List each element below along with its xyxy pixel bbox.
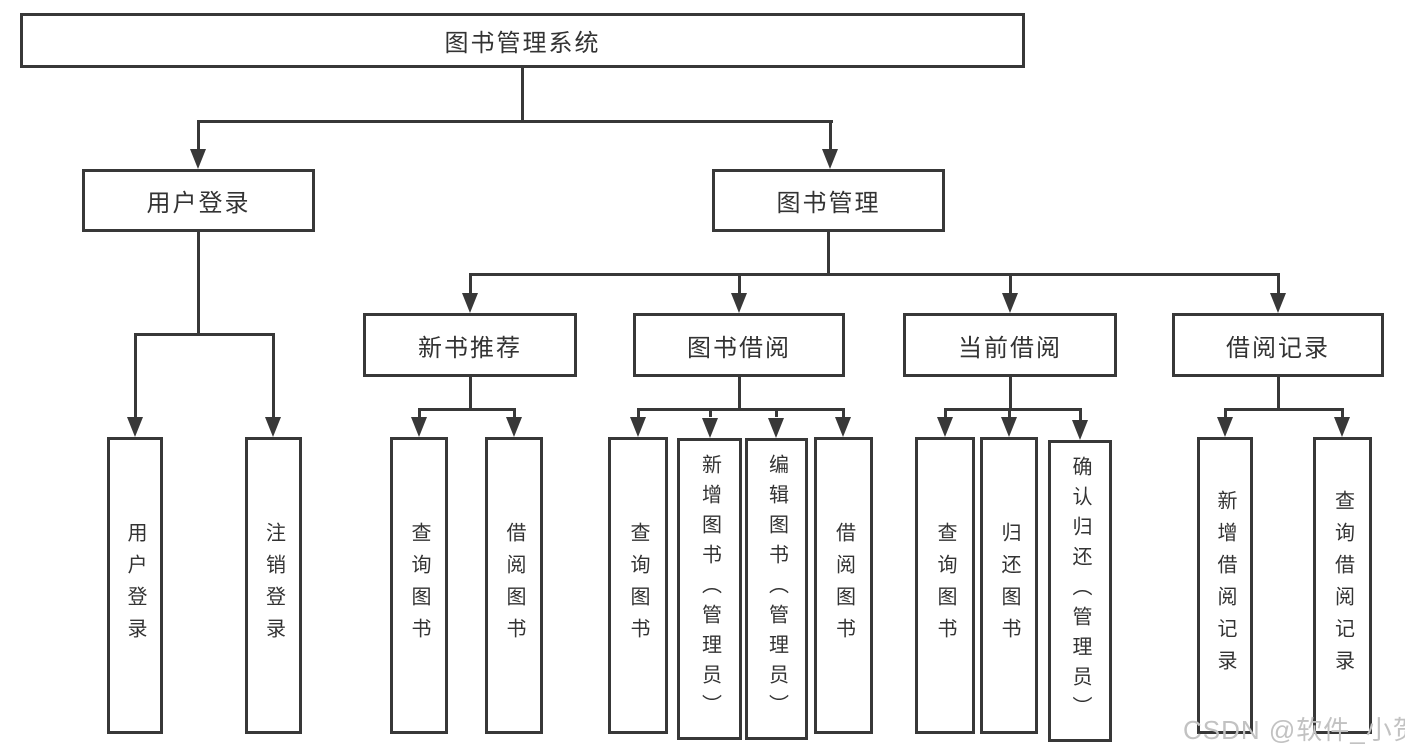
- leaf-label: 查询图书: [408, 521, 430, 650]
- leaf-label: 查询借阅记录: [1331, 489, 1354, 682]
- arrow-down-icon: [506, 417, 522, 437]
- leaf-label: 用户登录: [124, 521, 146, 650]
- connector-bookmgmt-drop-1: [469, 273, 472, 293]
- leaf-records-query-record: 查询借阅记录: [1313, 437, 1372, 734]
- arrow-down-icon: [937, 417, 953, 437]
- connector-current-drop-2: [1008, 408, 1011, 417]
- connector-borrow-drop-4: [842, 408, 845, 417]
- connector-userlogin-hline: [134, 333, 275, 336]
- arrow-down-icon: [731, 293, 747, 313]
- connector-records-drop-2: [1341, 408, 1344, 417]
- connector-current-drop-1: [944, 408, 947, 417]
- connector-borrow-hline: [637, 408, 844, 411]
- leaf-label: 新增图书（管理员）: [698, 454, 721, 724]
- connector-root-drop-right: [829, 120, 832, 149]
- connector-bookmgmt-drop-4: [1277, 273, 1280, 293]
- node-book-management: 图书管理: [712, 169, 945, 232]
- arrow-down-icon: [835, 417, 851, 437]
- arrow-down-icon: [1002, 293, 1018, 313]
- connector-bookmgmt-drop-3: [1009, 273, 1012, 293]
- leaf-borrow-borrow-books: 借阅图书: [814, 437, 873, 734]
- arrow-down-icon: [265, 417, 281, 437]
- arrow-down-icon: [127, 417, 143, 437]
- arrow-down-icon: [1072, 420, 1088, 440]
- arrow-down-icon: [1001, 417, 1017, 437]
- node-book-management-system: 图书管理系统: [20, 13, 1025, 68]
- connector-records-stem: [1277, 377, 1280, 408]
- leaf-current-return-books: 归还图书: [980, 437, 1038, 734]
- leaf-borrow-edit-books-admin: 编辑图书（管理员）: [745, 438, 808, 740]
- leaf-label: 新增借阅记录: [1214, 489, 1236, 682]
- arrow-down-icon: [1270, 293, 1286, 313]
- connector-root-stem: [521, 68, 524, 120]
- leaf-current-query-books: 查询图书: [915, 437, 975, 734]
- connector-userlogin-drop-1: [134, 333, 137, 417]
- node-borrow-records: 借阅记录: [1172, 313, 1384, 377]
- leaf-newbook-query-books: 查询图书: [390, 437, 448, 734]
- leaf-label: 归还图书: [998, 521, 1020, 650]
- connector-bookmgmt-hline: [469, 273, 1280, 276]
- leaf-borrow-query-books: 查询图书: [608, 437, 668, 734]
- connector-current-drop-3: [1079, 408, 1082, 420]
- connector-records-drop-1: [1224, 408, 1227, 417]
- arrow-down-icon: [822, 149, 838, 169]
- arrow-down-icon: [1217, 417, 1233, 437]
- arrow-down-icon: [702, 418, 718, 438]
- leaf-user-login: 用户登录: [107, 437, 163, 734]
- connector-root-hline: [197, 120, 833, 123]
- connector-newbook-drop-2: [513, 408, 516, 417]
- connector-records-hline: [1224, 408, 1344, 411]
- node-user-login: 用户登录: [82, 169, 315, 232]
- leaf-label: 借阅图书: [832, 521, 855, 650]
- connector-newbook-hline: [418, 408, 515, 411]
- arrow-down-icon: [630, 417, 646, 437]
- leaf-label: 借阅图书: [503, 521, 525, 650]
- node-book-borrow: 图书借阅: [633, 313, 845, 377]
- connector-borrow-drop-2: [709, 408, 712, 417]
- connector-bookmgmt-stem: [827, 232, 830, 273]
- csdn-watermark: CSDN @软件_小贺同学: [1183, 715, 1405, 745]
- node-new-book-recommend: 新书推荐: [363, 313, 577, 377]
- leaf-current-confirm-return-admin: 确认归还（管理员）: [1048, 440, 1112, 742]
- connector-borrow-drop-1: [637, 408, 640, 417]
- leaf-logout: 注销登录: [245, 437, 302, 734]
- leaf-label: 编辑图书（管理员）: [765, 454, 788, 724]
- arrow-down-icon: [1334, 417, 1350, 437]
- arrow-down-icon: [411, 417, 427, 437]
- connector-current-stem: [1009, 377, 1012, 408]
- arrow-down-icon: [462, 293, 478, 313]
- leaf-borrow-add-books-admin: 新增图书（管理员）: [677, 438, 742, 740]
- connector-current-hline: [944, 408, 1081, 411]
- leaf-label: 查询图书: [934, 521, 956, 650]
- leaf-label: 确认归还（管理员）: [1069, 456, 1091, 726]
- connector-newbook-drop-1: [418, 408, 421, 417]
- node-current-borrow: 当前借阅: [903, 313, 1117, 377]
- connector-userlogin-drop-2: [272, 333, 275, 417]
- leaf-label: 查询图书: [627, 521, 649, 650]
- arrow-down-icon: [190, 149, 206, 169]
- connector-bookmgmt-drop-2: [738, 273, 741, 293]
- arrow-down-icon: [768, 418, 784, 438]
- leaf-records-add-record: 新增借阅记录: [1197, 437, 1253, 734]
- leaf-newbook-borrow-books: 借阅图书: [485, 437, 543, 734]
- connector-newbook-stem: [469, 377, 472, 408]
- connector-borrow-drop-3: [775, 408, 778, 417]
- connector-root-drop-left: [197, 120, 200, 149]
- connector-userlogin-stem: [197, 232, 200, 333]
- leaf-label: 注销登录: [262, 521, 285, 650]
- connector-borrow-stem: [738, 377, 741, 408]
